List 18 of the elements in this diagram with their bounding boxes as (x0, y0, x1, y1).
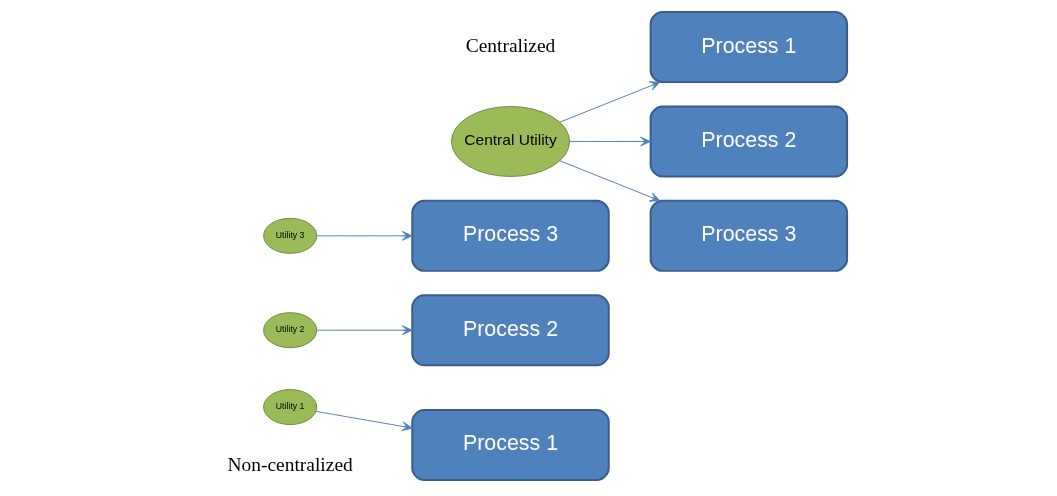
label: Centralized (465, 34, 556, 56)
node-box: Process 3 (649, 199, 849, 272)
node-ellipse: Central Utility (451, 105, 570, 177)
node-box: Process 1 (649, 11, 849, 84)
arrow (316, 230, 413, 241)
node-box: Process 2 (649, 105, 849, 178)
arrow (559, 81, 661, 123)
node-ellipse: Utility 3 (263, 217, 318, 254)
arrow (316, 325, 413, 336)
node-box: Process 2 (411, 294, 610, 367)
arrow (315, 410, 413, 432)
node-ellipse: Utility 1 (263, 389, 318, 426)
arrow (559, 160, 661, 202)
arrow (569, 136, 651, 147)
node-box: Process 1 (411, 409, 610, 481)
node-ellipse: Utility 2 (263, 312, 318, 349)
label: Non-centralized (227, 454, 353, 476)
node-box: Process 3 (411, 199, 610, 272)
